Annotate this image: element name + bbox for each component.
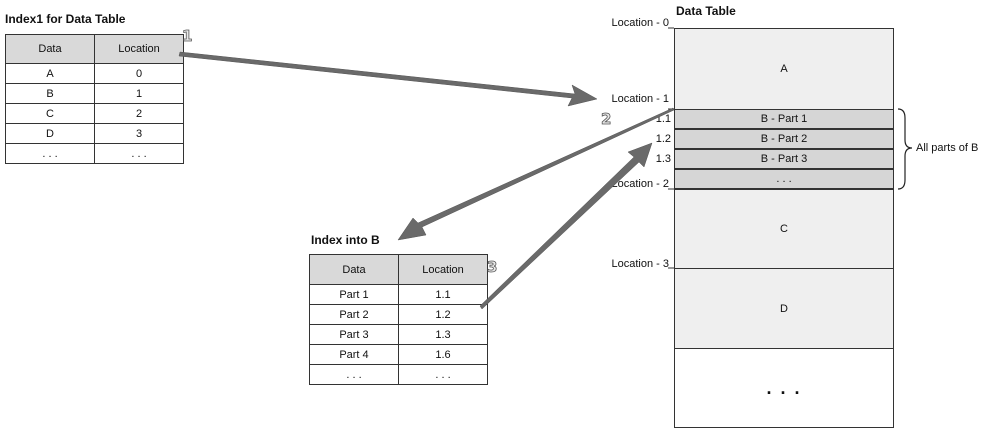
cell-location: 1.3 [398, 324, 488, 345]
segment-d: D [674, 268, 894, 349]
brace-label: All parts of B [916, 142, 979, 154]
cell-location: . . . [94, 143, 184, 164]
cell-data: . . . [309, 364, 399, 385]
arrow-3 [479, 142, 653, 310]
arrow-1 [178, 51, 598, 107]
segment-more: . . . [674, 348, 894, 428]
sub-location-label-1-3: 1.3 [655, 153, 671, 165]
step-number-2: 2 [601, 110, 612, 129]
brace-all-parts-of-b [897, 108, 913, 190]
segment-c: C [674, 189, 894, 269]
segment-b-part-1: B - Part 1 [674, 109, 894, 129]
cell-data: Part 1 [309, 284, 399, 305]
index-b-table: Data Location Part 1 1.1 Part 2 1.2 Part… [309, 254, 488, 385]
segment-b-more: . . . [674, 169, 894, 189]
sub-location-label-1-2: 1.2 [655, 133, 671, 145]
data-table-title: Data Table [676, 4, 736, 18]
step-number-3: 3 [487, 258, 498, 277]
index1-table: Data Location A 0 B 1 C 2 D 3 . . . . . … [5, 34, 184, 164]
column-header-data: Data [309, 254, 399, 285]
index1-title: Index1 for Data Table [5, 12, 126, 26]
table-row: . . . . . . [5, 143, 184, 164]
table-row: C 2 [5, 103, 184, 124]
column-header-location: Location [94, 34, 184, 64]
segment-b-part-2: B - Part 2 [674, 129, 894, 149]
table-row: D 3 [5, 123, 184, 144]
location-label-2: Location - 2 [611, 178, 669, 190]
table-row: Part 2 1.2 [309, 304, 488, 325]
index-b-title: Index into B [311, 233, 380, 247]
location-label-1: Location - 1 [611, 93, 669, 105]
table-row: Part 1 1.1 [309, 284, 488, 305]
step-number-1: 1 [182, 27, 193, 46]
location-label-3: Location - 3 [611, 258, 669, 270]
cell-location: . . . [398, 364, 488, 385]
table-header-row: Data Location [5, 34, 184, 64]
segment-b-part-3: B - Part 3 [674, 149, 894, 169]
cell-data: Part 2 [309, 304, 399, 325]
segment-a: A [674, 28, 894, 110]
arrow-2 [397, 107, 675, 241]
table-row: . . . . . . [309, 364, 488, 385]
location-label-0: Location - 0 [611, 17, 669, 29]
table-row: A 0 [5, 63, 184, 84]
